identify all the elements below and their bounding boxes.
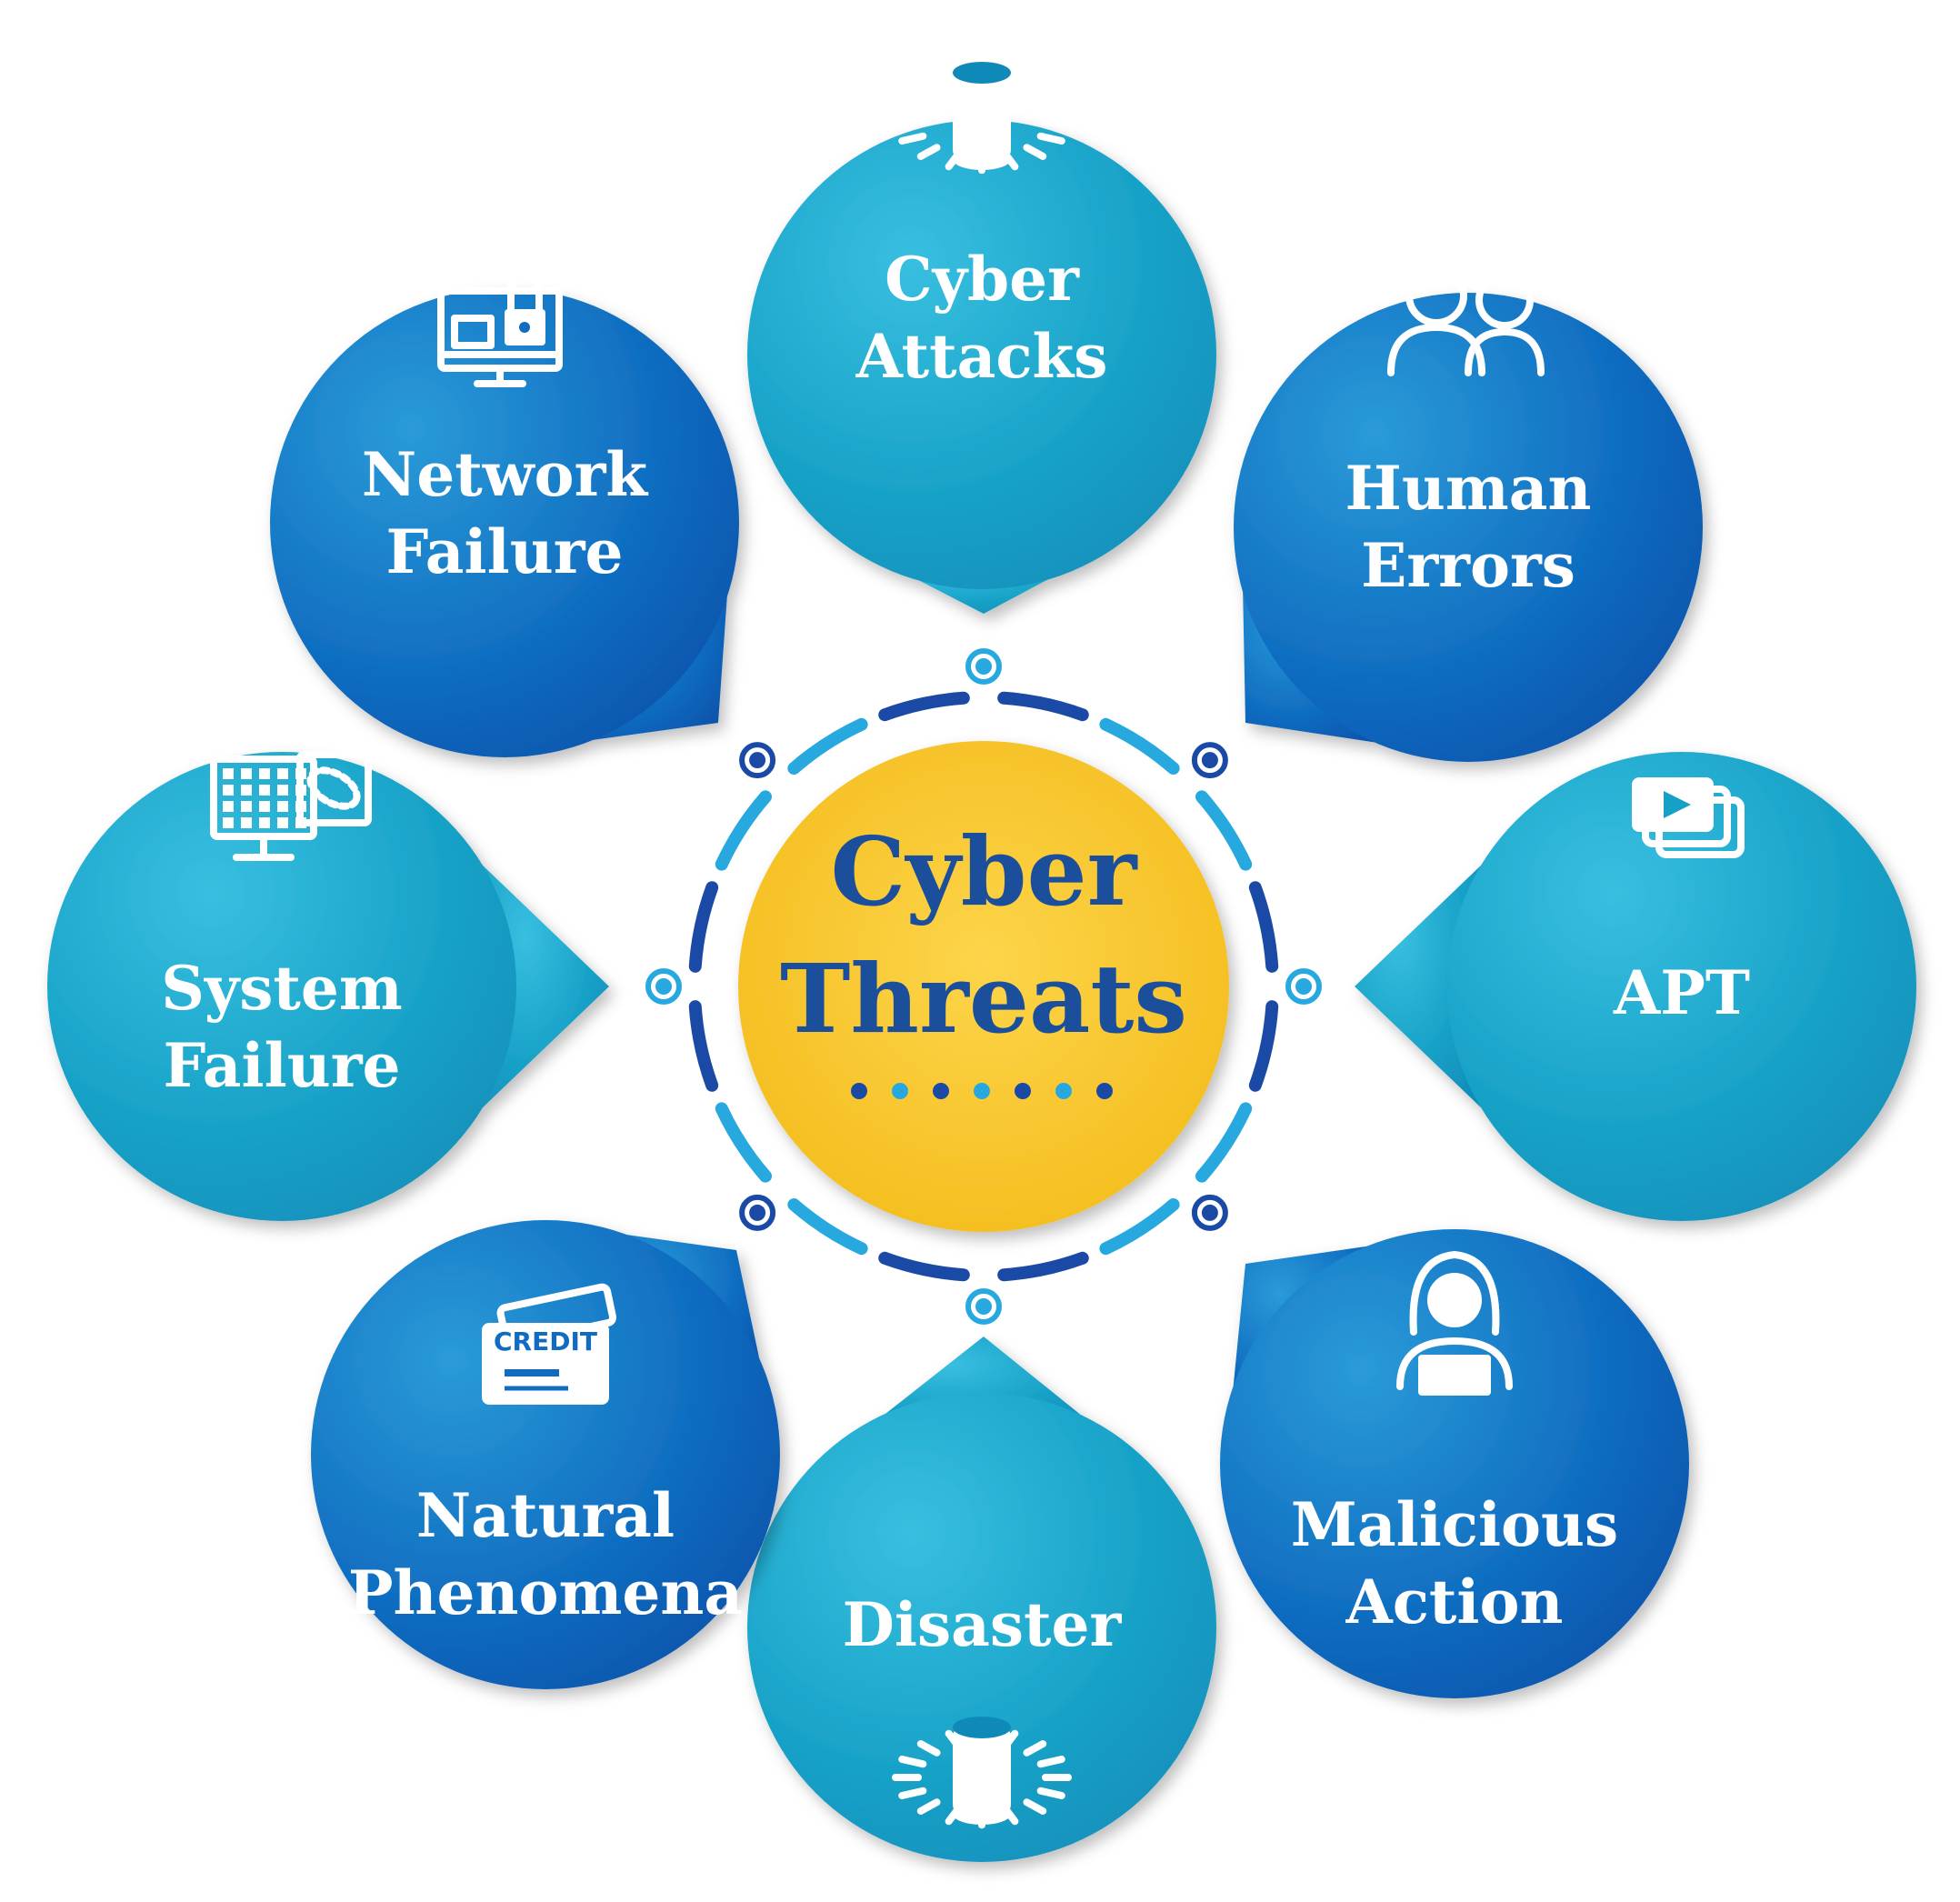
center-circle (738, 741, 1229, 1232)
bubble-label-line: Errors (1361, 530, 1575, 601)
credit-card-label: CREDIT (494, 1326, 597, 1356)
bubble-label-line: Natural (416, 1480, 675, 1551)
bubble-circle (747, 1393, 1216, 1862)
ring-arc (1099, 717, 1180, 776)
ring-dot-core (975, 1298, 992, 1315)
ring-arc (878, 1251, 970, 1282)
ring-arc (997, 691, 1089, 722)
bubble-system-failure (47, 752, 609, 1221)
bubble-network-failure (270, 288, 739, 757)
ring-arc (1195, 1102, 1253, 1183)
center-dot (892, 1083, 908, 1099)
bubble-label-line: Failure (386, 516, 624, 587)
ring-arc (688, 1000, 719, 1092)
ring-arc (997, 1251, 1089, 1282)
binary-monitor-icon (210, 751, 372, 861)
bubble-apt (1355, 752, 1916, 1221)
center-title-line-2: Threats (780, 943, 1187, 1055)
ring-arc (1248, 1000, 1279, 1092)
bubble-disaster (747, 1336, 1216, 1862)
center-dot (974, 1083, 990, 1099)
bubble-label-line: Failure (164, 1030, 401, 1101)
bubble-circle (747, 120, 1216, 589)
bubble-label-line: Malicious (1291, 1489, 1618, 1560)
bubble-label-line: Action (1345, 1567, 1564, 1637)
people-icon (1387, 265, 1545, 376)
bubble-natural-phenomena (311, 1220, 780, 1689)
ring-arc (787, 1198, 868, 1256)
bubble-circle (1234, 293, 1703, 762)
bubble-label-line: APT (1613, 957, 1750, 1028)
ring-dot-core (749, 1204, 766, 1221)
ring-dot-core (1201, 1204, 1218, 1221)
center-dot (933, 1083, 949, 1099)
bubble-cyber-attacks (747, 120, 1216, 614)
bubble-label-line: Disaster (843, 1589, 1123, 1660)
bubble-circle (1447, 752, 1916, 1221)
bubble-label-line: Attacks (855, 321, 1108, 392)
ring-arc (715, 1102, 773, 1183)
ring-arc (787, 717, 868, 776)
bubble-circle (270, 288, 739, 757)
ring-arc (878, 691, 970, 722)
center-title-line-1: Cyber (831, 816, 1138, 927)
bubble-tail (1355, 863, 1484, 1110)
bubble-label-line: Human (1345, 453, 1592, 524)
bubble-circle (311, 1220, 780, 1689)
database-ring-icon (892, 62, 1072, 175)
ring-dot-core (975, 658, 992, 675)
bubble-label-line: Phenomena (348, 1557, 743, 1628)
center-dot (1015, 1083, 1031, 1099)
bubble-label-line: System (161, 953, 402, 1024)
credit-card-icon: CREDIT (482, 1283, 617, 1405)
bubble-label-line: Network (362, 439, 648, 510)
monitor-lock-icon (437, 274, 563, 387)
ring-arc (1195, 790, 1253, 871)
ring-dot-core (749, 752, 766, 769)
ring-arc (1099, 1198, 1180, 1256)
ring-arc (688, 881, 719, 973)
ring-dot-core (655, 978, 672, 995)
database-ring-icon (892, 1717, 1072, 1829)
bubbles-layer: CyberAttacksHumanErrorsAPTMaliciousActio… (47, 62, 1916, 1862)
bubble-human-errors (1234, 293, 1703, 762)
ring-arc (715, 790, 773, 871)
ring-dot-core (1201, 752, 1218, 769)
center-dot (1055, 1083, 1072, 1099)
center-ring (645, 648, 1322, 1325)
ring-arc (1248, 881, 1279, 973)
bubble-label-line: Cyber (885, 244, 1080, 315)
hacker-icon (1396, 1251, 1513, 1396)
center-node: Cyber Threats (738, 741, 1229, 1232)
center-dot (851, 1083, 867, 1099)
ring-dot-core (1295, 978, 1312, 995)
bubble-tail (480, 863, 609, 1110)
video-stack-icon (1632, 777, 1745, 858)
bubble-malicious-action (1220, 1229, 1689, 1698)
center-dot (1096, 1083, 1113, 1099)
center-dots (851, 1083, 1113, 1099)
bubble-circle (47, 752, 516, 1221)
bubble-circle (1220, 1229, 1689, 1698)
